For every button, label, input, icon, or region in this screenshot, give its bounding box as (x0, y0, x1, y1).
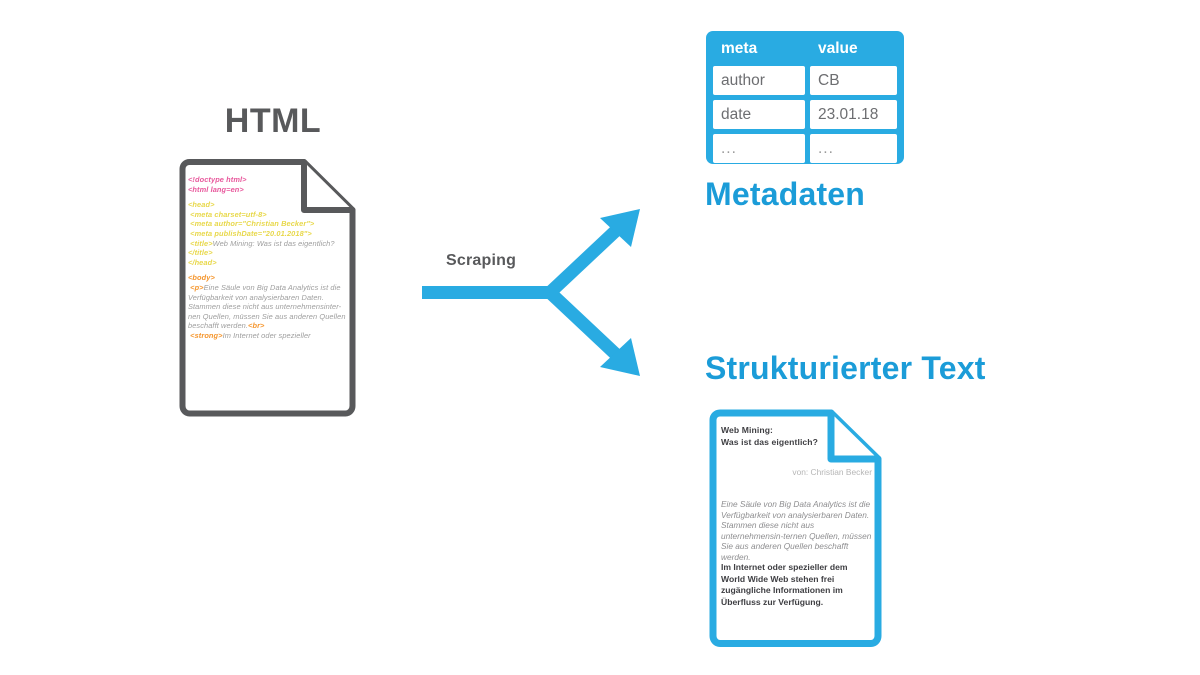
table-cell-value: ... (810, 134, 897, 163)
table-cell-value: 23.01.18 (810, 100, 897, 129)
code-meta-charset: <meta charset=utf-8> (190, 209, 267, 219)
code-head-open: <head> (188, 200, 215, 210)
table-header-value: value (818, 40, 858, 57)
html-code-block: <!doctype html> <html lang=en> <head> <m… (188, 175, 350, 411)
code-br: <br> (248, 321, 265, 331)
code-title-text: Web Mining: Was ist das eigentlich? (212, 238, 335, 248)
table-row: date 23.01.18 (713, 100, 897, 129)
document-author: von: Christian Becker (792, 467, 872, 477)
table-cell-value: CB (810, 66, 897, 95)
code-body-open: <body> (188, 273, 215, 283)
code-head-close: </head> (188, 257, 217, 267)
table-cell-meta: author (713, 66, 805, 95)
table-header-row: meta value (713, 37, 897, 61)
code-p-open: <p> (190, 282, 204, 292)
document-outline-icon (709, 409, 882, 647)
metadaten-label: Metadaten (705, 176, 866, 212)
code-title-close: </title> (188, 248, 213, 258)
code-meta-author: <meta author="Christian Becker"> (190, 219, 315, 229)
page-title: HTML (224, 102, 322, 140)
document-paragraph-bold: Im Internet oder spezieller dem World Wi… (721, 562, 848, 607)
table-cell-meta: date (713, 100, 805, 129)
strukturierter-text-label: Strukturierter Text (705, 350, 986, 386)
html-source-document: <!doctype html> <html lang=en> <head> <m… (176, 157, 358, 419)
code-html-open: <html lang=en> (188, 184, 244, 194)
document-heading-line2: Was ist das eigentlich? (721, 437, 819, 447)
scraping-fork-arrow-icon (422, 209, 640, 376)
code-doctype: <!doctype html> (188, 175, 247, 184)
code-meta-publishdate: <meta publishDate="20.01.2018"> (190, 228, 312, 238)
metadata-table: meta value author CB date 23.01.18 ... .… (706, 31, 904, 164)
scraping-label: Scraping (446, 252, 517, 269)
table-header-meta: meta (721, 40, 758, 57)
document-content: Web Mining: Was ist das eigentlich? von:… (721, 424, 874, 640)
code-title-open: <title> (190, 238, 213, 248)
document-paragraph-italic: Eine Säule von Big Data Analytics ist di… (721, 499, 872, 562)
table-row: ... ... (713, 134, 897, 163)
structured-text-document: Web Mining: Was ist das eigentlich? von:… (707, 408, 884, 648)
table-cell-meta: ... (713, 134, 805, 163)
document-heading-line1: Web Mining: (721, 425, 774, 435)
code-paragraph-text: Eine Säule von Big Data Analytics ist di… (188, 282, 348, 331)
code-strong-open: <strong> (190, 330, 223, 340)
document-outline-icon (179, 159, 356, 417)
code-strong-text: Im Internet oder spezieller (222, 330, 311, 340)
table-row: author CB (713, 66, 897, 95)
